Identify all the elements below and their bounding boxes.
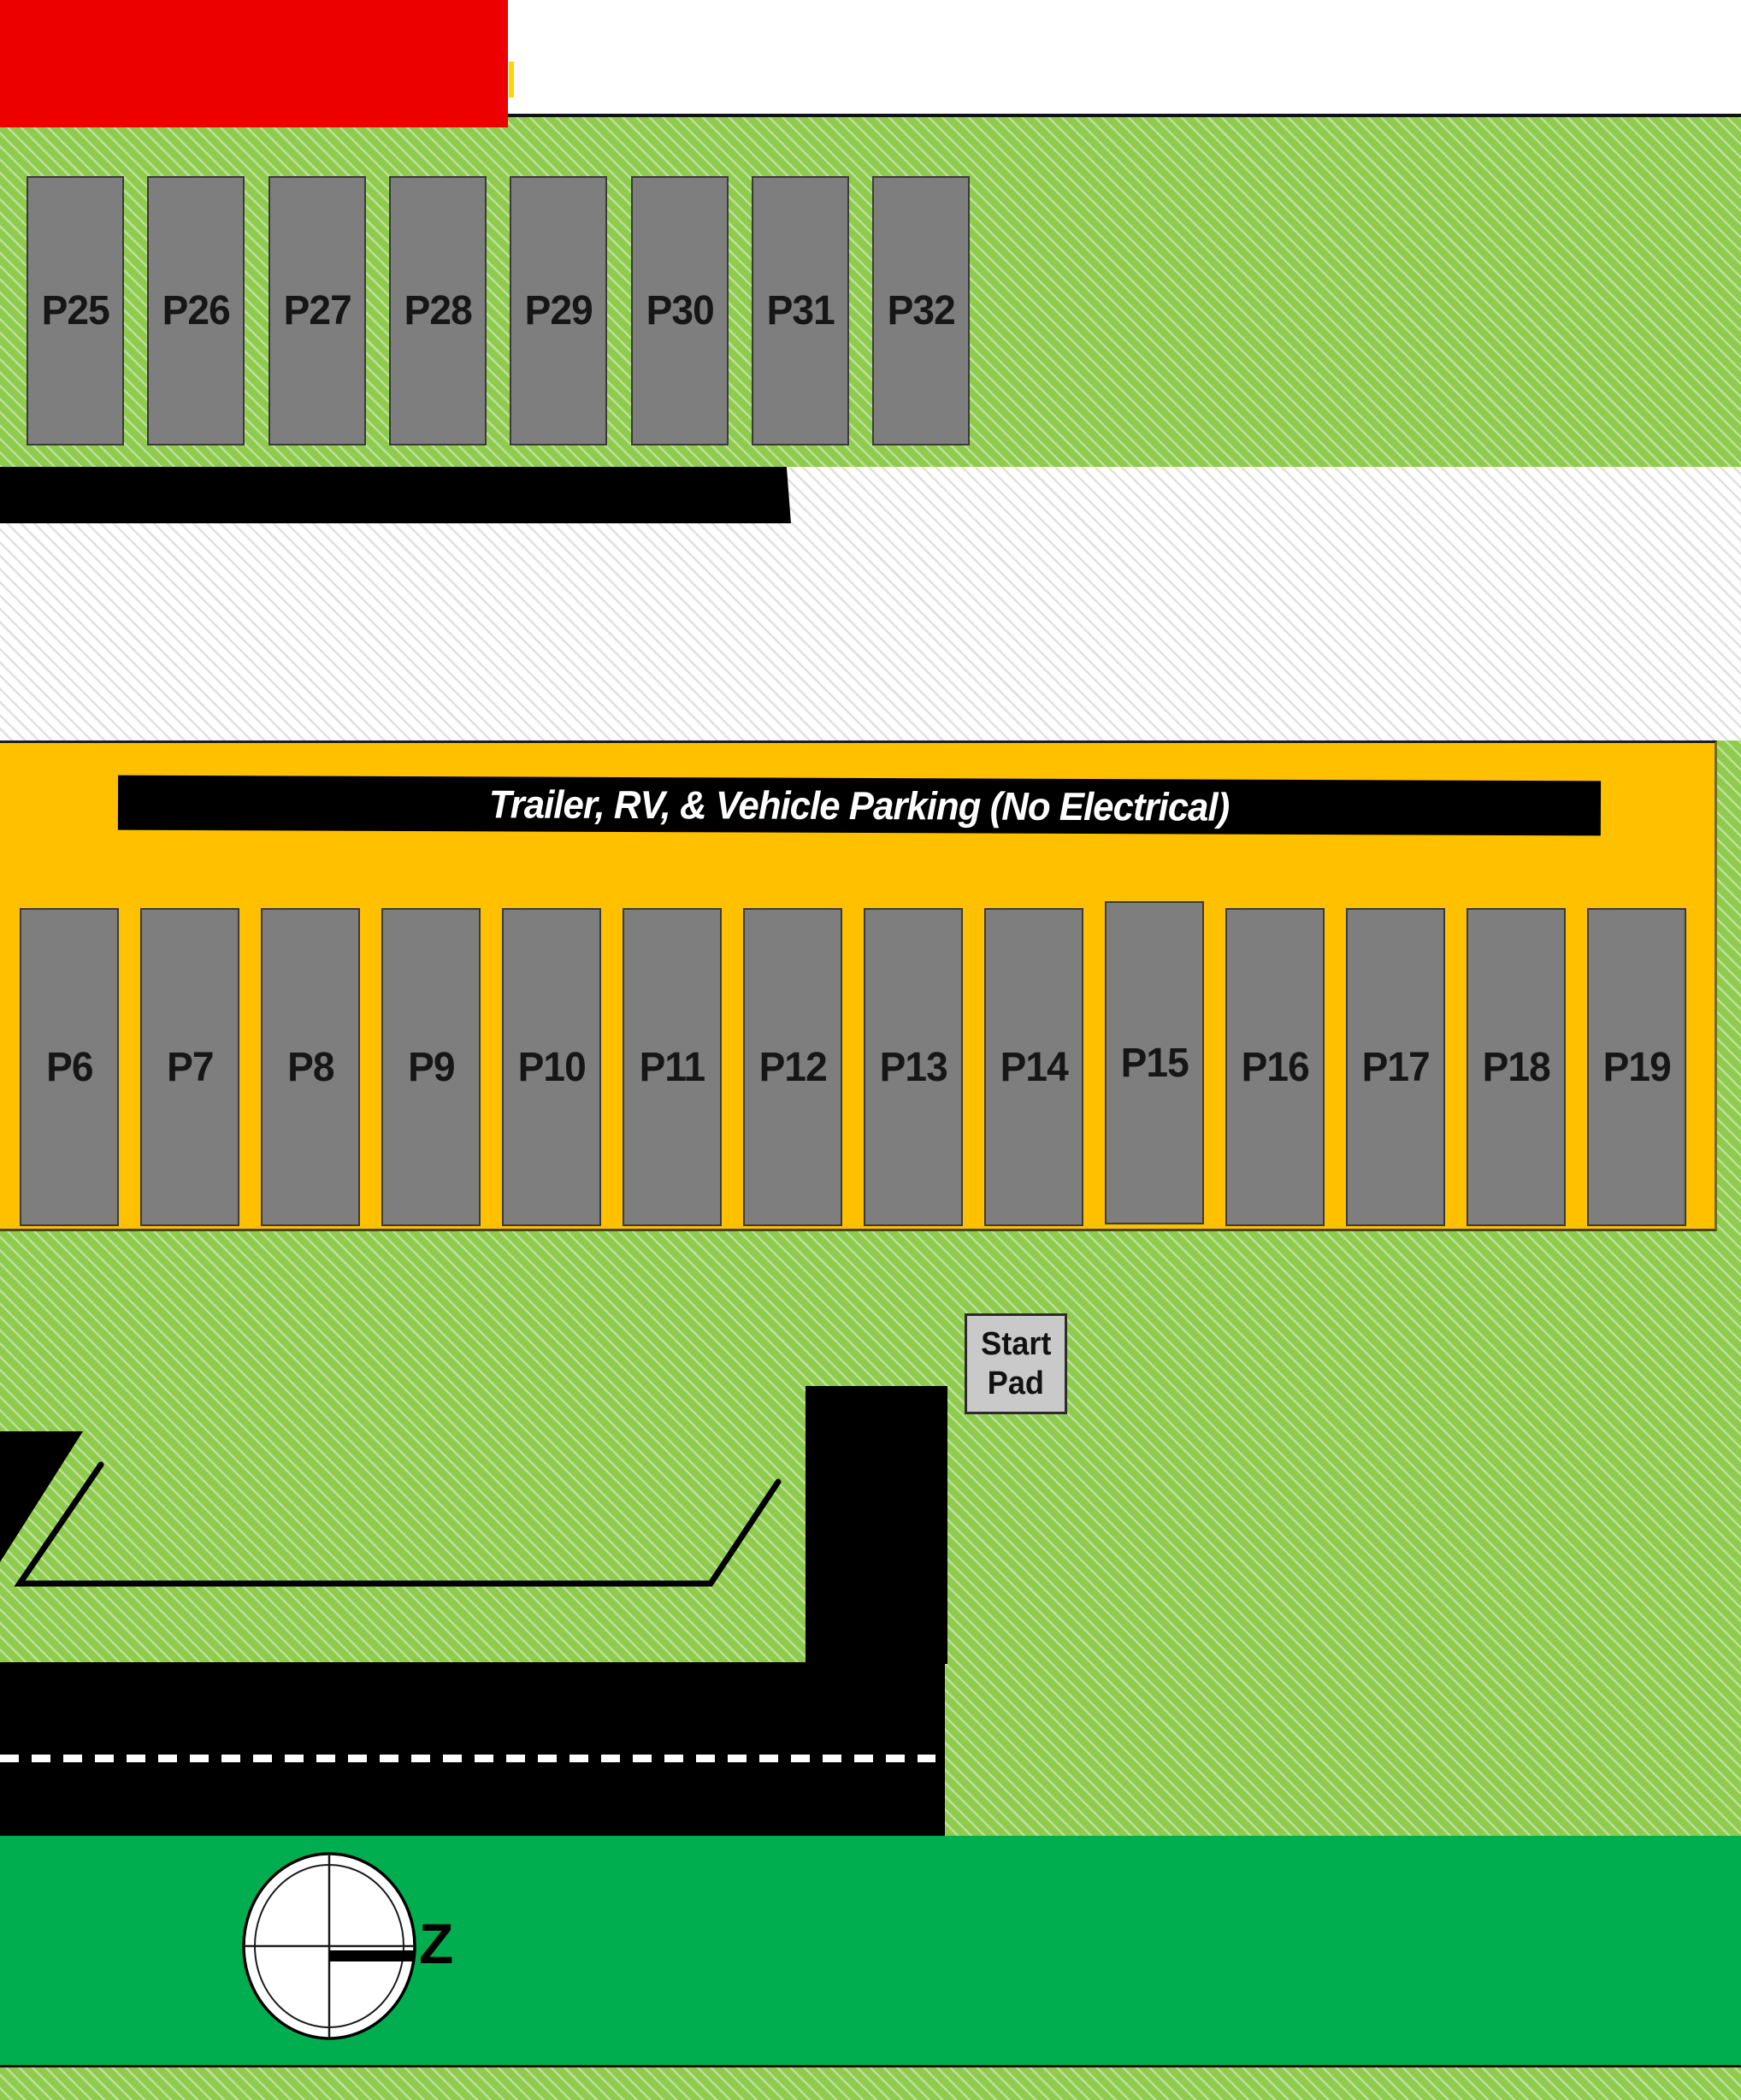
stall-label: P27 [283, 288, 351, 333]
red-building-block [0, 0, 508, 127]
stall-label: P29 [524, 288, 593, 333]
parking-stall-p29: P29 [510, 176, 607, 445]
black-column-road [806, 1386, 947, 1664]
stall-label: P28 [404, 288, 472, 333]
open-outline-parallelogram [14, 1461, 782, 1587]
parking-stall-p10: P10 [502, 908, 601, 1226]
parking-stall-p7: P7 [140, 908, 239, 1226]
parking-stall-p9: P9 [381, 908, 481, 1226]
parking-stall-p32: P32 [872, 176, 970, 445]
compass-rose [242, 1852, 416, 2040]
parking-stall-p18: P18 [1467, 908, 1566, 1226]
compass-letter: Z [419, 1912, 454, 1975]
yellow-marking [509, 62, 514, 97]
stall-label: P14 [1000, 1044, 1068, 1090]
stall-label: P31 [766, 288, 835, 333]
stall-label: P15 [1120, 1040, 1189, 1086]
parking-stall-p31: P31 [752, 176, 849, 445]
field-top-border [508, 114, 1741, 117]
start-pad-sign: Start Pad [965, 1313, 1067, 1414]
parking-stall-p30: P30 [631, 176, 729, 445]
stall-label: P10 [517, 1044, 586, 1090]
stall-label: P13 [879, 1044, 947, 1090]
zone-banner: Trailer, RV, & Vehicle Parking (No Elect… [117, 775, 1602, 836]
zone-banner-label: Trailer, RV, & Vehicle Parking (No Elect… [489, 782, 1230, 829]
parking-stall-p26: P26 [147, 176, 245, 445]
parking-stall-p13: P13 [864, 908, 963, 1226]
parking-stall-p16: P16 [1225, 908, 1325, 1226]
stall-label: P30 [646, 288, 714, 333]
black-bar-road [0, 467, 791, 523]
parking-stall-p11: P11 [623, 908, 722, 1226]
stall-label: P11 [639, 1044, 706, 1090]
stall-label: P16 [1241, 1044, 1309, 1090]
parking-stall-p6: P6 [20, 908, 119, 1226]
parking-stall-p28: P28 [389, 176, 487, 445]
start-pad-line1: Start [980, 1325, 1052, 1362]
stall-label: P9 [407, 1044, 455, 1090]
compass-north-bar [329, 1950, 414, 1961]
stall-label: P19 [1602, 1044, 1671, 1090]
parking-stall-p8: P8 [261, 908, 360, 1226]
parking-stall-p12: P12 [743, 908, 842, 1226]
stall-label: P17 [1361, 1044, 1430, 1090]
parking-stall-p27: P27 [269, 176, 366, 445]
stall-label: P7 [166, 1044, 214, 1090]
stall-label: P8 [286, 1044, 334, 1090]
stall-label: P25 [41, 288, 109, 333]
top-white-area [508, 0, 1741, 116]
parking-stall-p19: P19 [1587, 908, 1686, 1226]
start-pad-line2: Pad [987, 1366, 1045, 1401]
stall-label: P32 [887, 288, 955, 333]
parking-stall-p15: P15 [1105, 901, 1204, 1224]
parking-stall-p14: P14 [984, 908, 1083, 1226]
parking-stall-p25: P25 [27, 176, 124, 445]
parking-stall-p17: P17 [1346, 908, 1445, 1226]
road-centerline [0, 1755, 935, 1762]
stall-label: P6 [45, 1044, 93, 1090]
stall-label: P18 [1482, 1044, 1550, 1090]
field-line-markings [0, 1431, 782, 1587]
black-wedge [0, 1431, 83, 1562]
stall-label: P12 [758, 1044, 827, 1090]
stall-label: P26 [162, 288, 230, 333]
main-road [0, 1662, 945, 1836]
